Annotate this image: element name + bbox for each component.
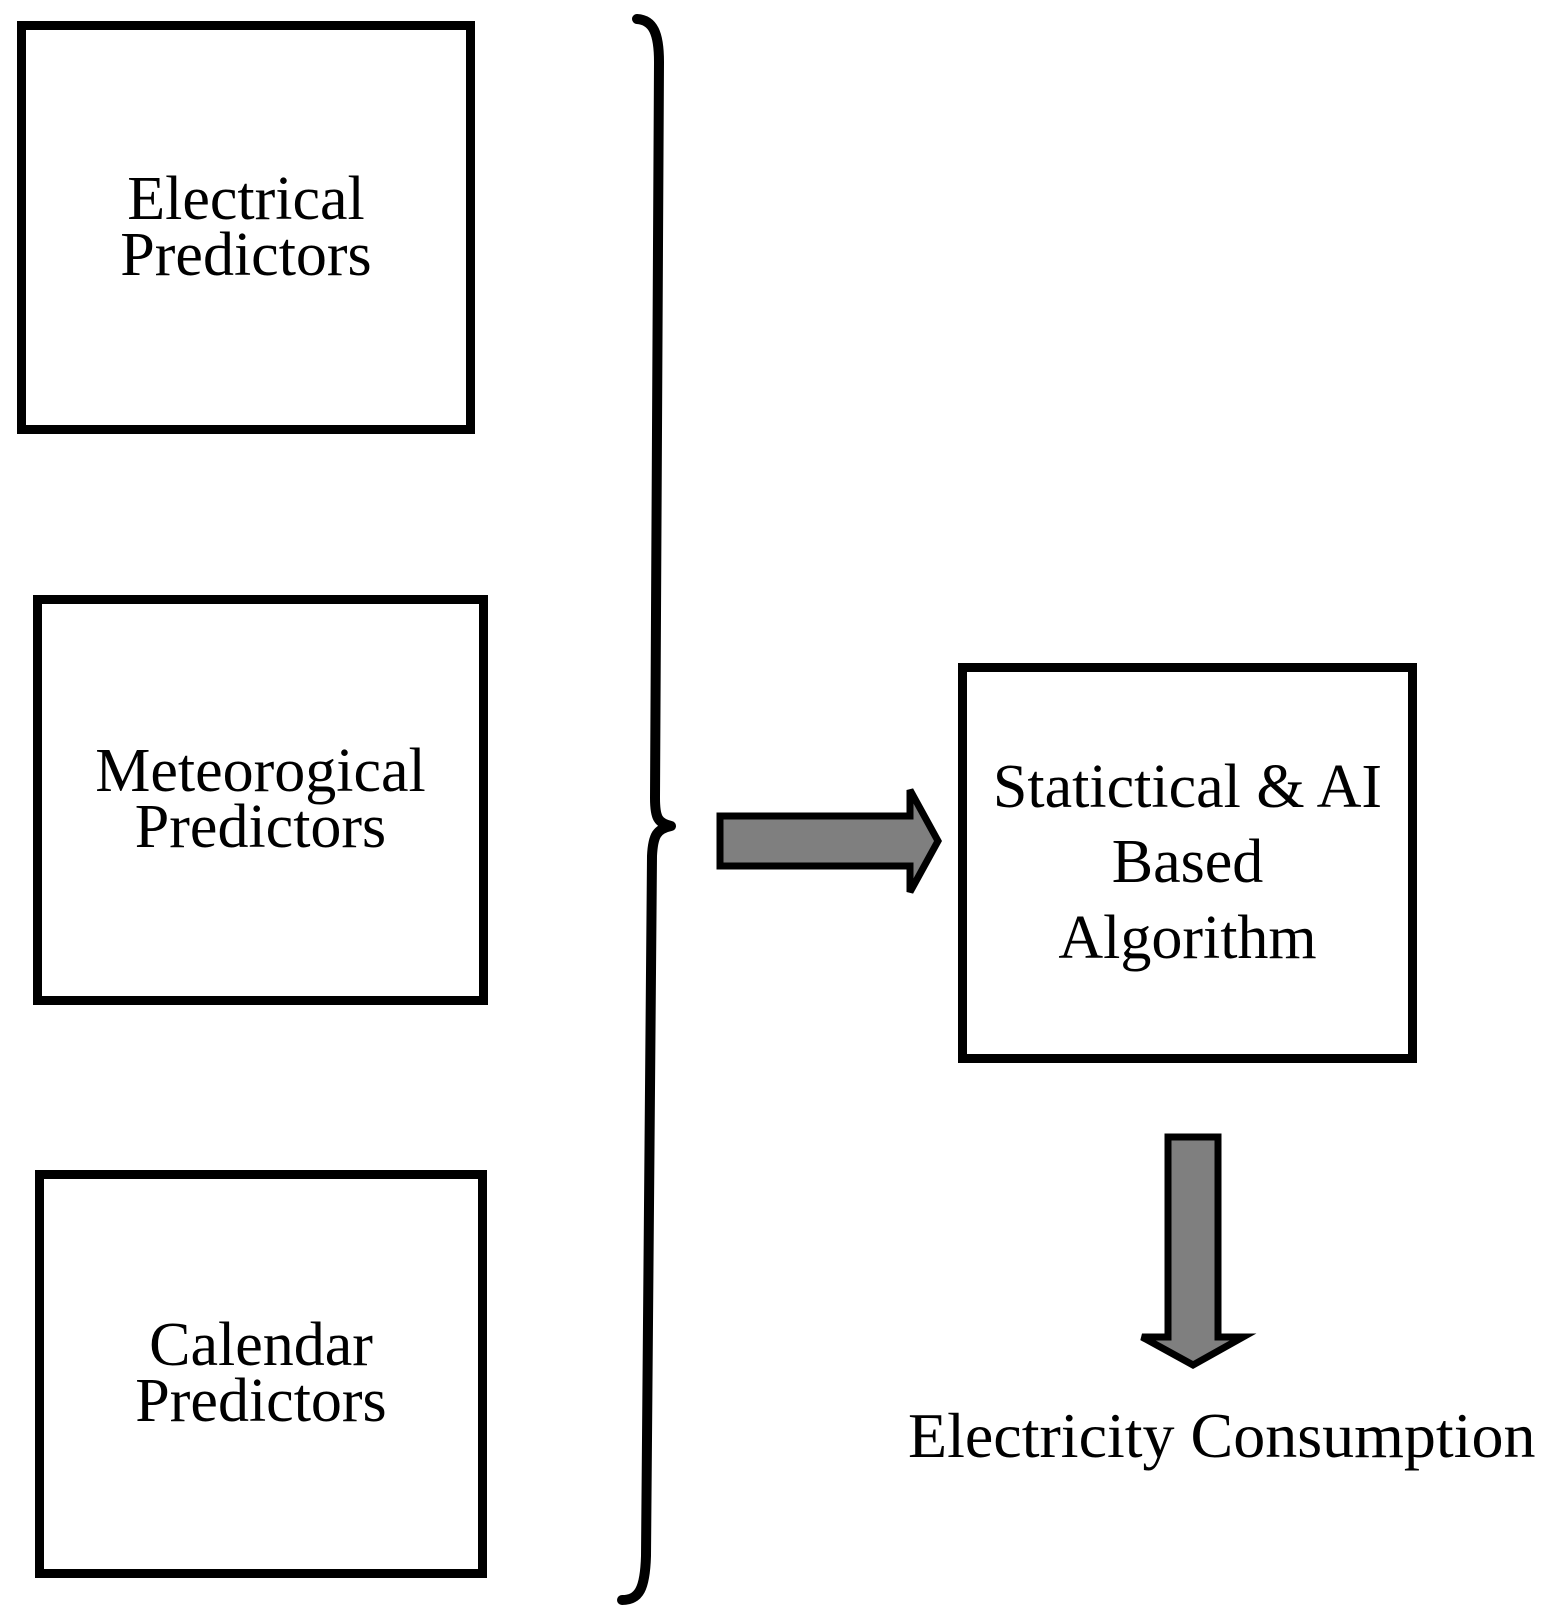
arrow-down-icon [1140,1133,1257,1370]
arrow-right-icon [716,788,942,894]
output-label: Electricity Consumption [908,1400,1536,1471]
predictor-box-electrical-label: Electrical Predictors [120,164,372,289]
predictor-box-meteorological-label: Meteorogical Predictors [95,737,426,861]
predictor-box-calendar-label: Calendar Predictors [135,1311,387,1435]
grouping-brace [617,14,676,1605]
algorithm-box-label: Statictical & AI Based Algorithm [992,752,1383,972]
predictor-box-meteorological: Meteorogical Predictors [33,595,488,1005]
algorithm-box: Statictical & AI Based Algorithm [958,663,1417,1063]
predictor-box-electrical: Electrical Predictors [17,21,475,434]
predictor-box-calendar: Calendar Predictors [35,1170,487,1578]
